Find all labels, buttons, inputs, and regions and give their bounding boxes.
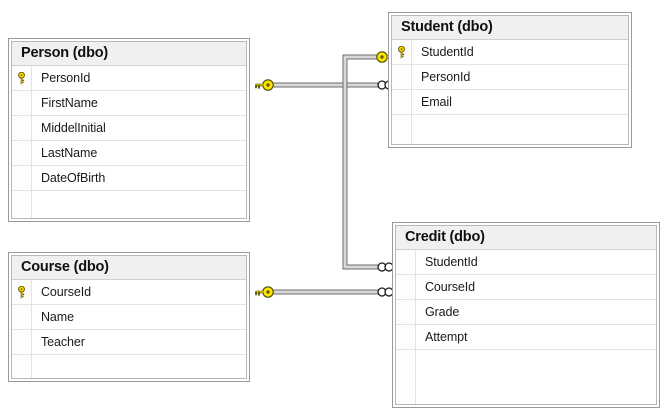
column-name: Attempt — [425, 330, 468, 344]
key-icon — [398, 45, 405, 58]
column-name: MiddelInitial — [41, 121, 106, 135]
column-name: CourseId — [425, 280, 475, 294]
column-row[interactable]: Teacher — [12, 330, 246, 355]
relationship-line-outline — [342, 54, 382, 270]
column-icon-cell — [12, 116, 32, 140]
primary-key-cell — [392, 40, 412, 64]
primary-key-cell — [12, 66, 32, 90]
entity-table-title[interactable]: Student (dbo) — [392, 16, 628, 40]
column-row[interactable]: CourseId — [12, 280, 246, 305]
column-name: StudentId — [421, 45, 474, 59]
column-row[interactable]: MiddelInitial — [12, 116, 246, 141]
column-icon-cell — [396, 275, 416, 299]
column-name: StudentId — [425, 255, 478, 269]
column-name: Name — [41, 310, 74, 324]
relationship-one-key-icon — [255, 79, 274, 91]
column-row[interactable]: Name — [12, 305, 246, 330]
column-name: Grade — [425, 305, 460, 319]
column-icon-cell — [12, 330, 32, 354]
column-name: PersonId — [41, 71, 91, 85]
column-name: PersonId — [421, 70, 471, 84]
entity-table-title[interactable]: Person (dbo) — [12, 42, 246, 66]
column-row[interactable]: FirstName — [12, 91, 246, 116]
column-name: LastName — [41, 146, 98, 160]
empty-column-row[interactable] — [12, 355, 246, 378]
column-name: Teacher — [41, 335, 85, 349]
column-row[interactable]: Email — [392, 90, 628, 115]
column-row[interactable]: Attempt — [396, 325, 656, 350]
empty-column-row[interactable] — [12, 191, 246, 218]
key-icon — [18, 71, 25, 84]
entity-table-title[interactable]: Credit (dbo) — [396, 226, 656, 250]
column-name: Email — [421, 95, 452, 109]
column-icon-cell — [396, 300, 416, 324]
column-row[interactable]: StudentId — [392, 40, 628, 65]
column-row[interactable]: StudentId — [396, 250, 656, 275]
column-icon-cell — [12, 166, 32, 190]
empty-column-row[interactable] — [392, 115, 628, 144]
column-icon-cell — [392, 90, 412, 114]
key-icon — [18, 285, 25, 298]
relationship-many-icon — [377, 262, 394, 272]
column-icon-cell — [12, 91, 32, 115]
primary-key-cell — [12, 280, 32, 304]
column-icon-cell — [392, 65, 412, 89]
column-name: CourseId — [41, 285, 91, 299]
column-icon-cell — [392, 115, 412, 144]
relationship-many-icon — [377, 287, 394, 297]
relationship-one-key-icon — [255, 286, 274, 298]
entity-table-title[interactable]: Course (dbo) — [12, 256, 246, 280]
column-icon-cell — [396, 325, 416, 349]
column-row[interactable]: PersonId — [12, 66, 246, 91]
column-icon-cell — [12, 141, 32, 165]
relationship-line[interactable] — [343, 55, 382, 269]
column-icon-cell — [12, 191, 32, 218]
column-row[interactable]: LastName — [12, 141, 246, 166]
column-row[interactable]: Grade — [396, 300, 656, 325]
column-icon-cell — [12, 305, 32, 329]
column-icon-cell — [396, 350, 416, 404]
column-row[interactable]: CourseId — [396, 275, 656, 300]
column-row[interactable]: DateOfBirth — [12, 166, 246, 191]
column-row[interactable]: PersonId — [392, 65, 628, 90]
column-name: DateOfBirth — [41, 171, 106, 185]
column-name: FirstName — [41, 96, 98, 110]
column-icon-cell — [396, 250, 416, 274]
column-icon-cell — [12, 355, 32, 378]
empty-column-row[interactable] — [396, 350, 656, 404]
